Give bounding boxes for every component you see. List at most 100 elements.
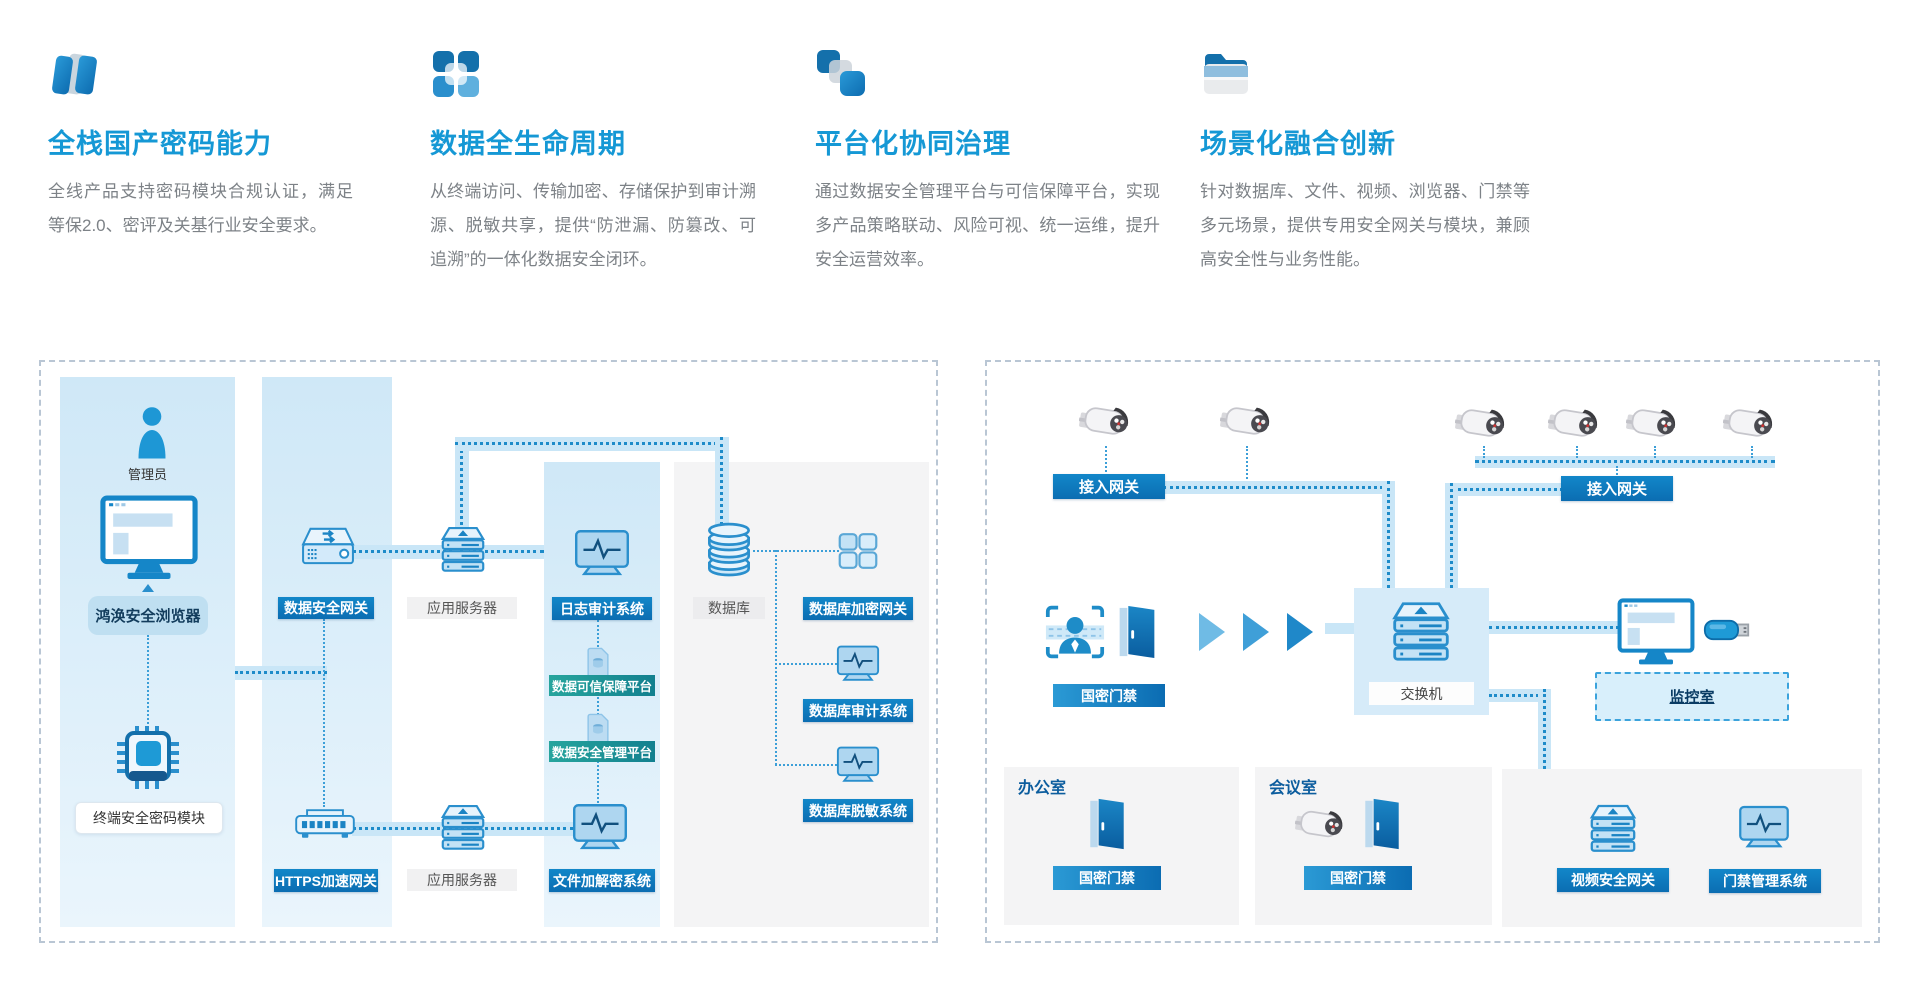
camera-icon: [1220, 398, 1278, 446]
meeting-door-label: 国密门禁: [1304, 866, 1412, 890]
line-gateway-to-https: [323, 619, 325, 807]
file-crypto-label: 文件加解密系统: [549, 869, 655, 892]
line-db-branch-1: [753, 550, 839, 552]
terminal-module-tag: 终端安全密码模块: [75, 802, 223, 834]
arrow-right-icon: [1243, 613, 1269, 651]
data-gateway-label: 数据安全网关: [278, 597, 374, 619]
office-title: 办公室: [1018, 780, 1067, 797]
meeting-room-box: [1255, 767, 1492, 925]
camera-icon: [1079, 398, 1137, 446]
log-audit-icon: [573, 528, 631, 578]
line-db-branch-vertical: [775, 550, 777, 765]
gm-door-main-label: 国密门禁: [1053, 684, 1165, 707]
trust-platform-card-icon: [586, 647, 610, 678]
pipe-agw-left-h: [1163, 481, 1395, 494]
gateway-column: [262, 377, 392, 927]
access-gateway-right-label: 接入网关: [1561, 476, 1673, 501]
face-scan-icon: [1045, 604, 1105, 660]
pipe-arrow-to-switch: [1325, 623, 1354, 634]
db-encrypt-gateway-icon: [837, 532, 879, 570]
camera-icon: [1455, 400, 1513, 448]
data-gateway-icon: [297, 526, 359, 568]
line-cam-r1: [1483, 446, 1485, 458]
video-mgmt-box: [1502, 769, 1862, 927]
app-server-bottom-label: 应用服务器: [407, 869, 517, 891]
https-gateway-icon: [293, 803, 357, 843]
mgmt-platform-card-icon: [586, 713, 610, 744]
app-server-top-label: 应用服务器: [407, 597, 517, 619]
browser-monitor-icon: [99, 495, 199, 581]
door-mgmt-icon: [1737, 804, 1791, 850]
feature-card-3: 平台化协同治理 通过数据安全管理平台与可信保障平台，实现多产品策略联动、风险可视…: [815, 48, 1160, 277]
line-cam-l1: [1105, 446, 1107, 476]
line-cam-r3: [1654, 446, 1656, 458]
video-gateway-icon: [1585, 803, 1641, 853]
feature-card-4: 场景化融合创新 针对数据库、文件、视频、浏览器、门禁等多元场景，提供专用安全网关…: [1200, 48, 1530, 277]
crypto-chip-icon: [115, 724, 181, 790]
pipe-switch-down-v: [1538, 689, 1551, 769]
pipe-agw-right-v: [1445, 483, 1458, 588]
door-mgmt-label: 门禁管理系统: [1709, 869, 1821, 893]
line-audit-column: [597, 620, 599, 807]
line-bus-drop: [1616, 466, 1618, 479]
admin-label: 管理员: [127, 467, 167, 482]
video-gateway-label: 视频安全网关: [1557, 868, 1669, 892]
db-encrypt-gateway-label: 数据库加密网关: [803, 597, 913, 620]
feature-desc: 全线产品支持密码模块合规认证，满足等保2.0、密评及关基行业安全要求。: [48, 182, 353, 235]
camera-icon: [1626, 400, 1684, 448]
database-icon: [704, 520, 754, 580]
door-icon: [1363, 798, 1401, 850]
db-audit-label: 数据库审计系统: [803, 699, 913, 722]
usb-drive-icon: [1703, 618, 1751, 642]
folder-icon: [1200, 48, 1252, 100]
feature-desc: 通过数据安全管理平台与可信保障平台，实现多产品策略联动、风险可视、统一运维，提升…: [815, 182, 1160, 269]
door-icon: [1117, 605, 1157, 659]
line-db-branch-2: [775, 663, 837, 665]
pipe-terminal-to-gateway: [235, 666, 327, 680]
data-security-diagram-panel: 管理员 鸿涣安全浏览器 终端安全密码模块 数据安全网关 HTTPS加速网关 应用…: [39, 360, 938, 943]
line-db-branch-3: [775, 764, 837, 766]
door-icon: [1088, 798, 1126, 850]
switch-label: 交换机: [1369, 682, 1474, 705]
secure-browser-tag: 鸿涣安全浏览器: [88, 596, 208, 635]
mgmt-platform-label: 数据安全管理平台: [549, 741, 655, 762]
trust-platform-label: 数据可信保障平台: [549, 675, 655, 696]
arrow-right-icon: [1199, 613, 1225, 651]
camera-icon: [1295, 802, 1351, 848]
feature-desc: 针对数据库、文件、视频、浏览器、门禁等多元场景，提供专用安全网关与模块，兼顾高安…: [1200, 182, 1530, 269]
meeting-title: 会议室: [1269, 780, 1318, 797]
feature-title: 场景化融合创新: [1200, 129, 1396, 159]
pipe-camera-bus: [1475, 456, 1775, 468]
app-server-bottom-icon: [437, 802, 489, 852]
log-audit-label: 日志审计系统: [552, 597, 652, 620]
arrow-right-icon: [1287, 613, 1313, 651]
admin-person-icon: [133, 406, 171, 460]
pipe-top-horizontal: [455, 437, 729, 451]
https-gateway-label: HTTPS加速网关: [274, 869, 378, 892]
feature-title: 平台化协同治理: [815, 129, 1011, 159]
pipe-switch-down-h: [1489, 689, 1551, 702]
feature-desc: 从终端访问、传输加密、存储保护到审计溯源、脱敏共享，提供“防泄漏、防篡改、可追溯…: [430, 182, 756, 269]
pipe-agw-right-h: [1445, 483, 1563, 496]
db-audit-icon: [835, 644, 881, 683]
database-label: 数据库: [693, 597, 765, 619]
dual-cards-icon: [48, 48, 100, 100]
pipe-agw-left-v: [1382, 481, 1395, 588]
access-gateway-left-label: 接入网关: [1053, 474, 1165, 499]
camera-icon: [1723, 400, 1781, 448]
monitor-room-box: 监控室: [1595, 672, 1789, 721]
pipe-switch-to-monitor: [1489, 621, 1619, 634]
grid-squares-icon: [430, 48, 482, 100]
line-cam-r2: [1576, 446, 1578, 458]
feature-title: 全栈国产密码能力: [48, 129, 272, 159]
video-access-diagram-panel: 接入网关 接入网关 国密门禁 交换机 监控室 办公室 国密门禁 会议室 国密门禁…: [985, 360, 1880, 943]
switch-icon: [1387, 600, 1455, 662]
pipe-appserver-up: [455, 437, 469, 551]
feature-card-2: 数据全生命周期 从终端访问、传输加密、存储保护到审计溯源、脱敏共享，提供“防泄漏…: [430, 48, 756, 277]
camera-icon: [1548, 400, 1606, 448]
app-server-top-icon: [437, 524, 489, 574]
db-mask-label: 数据库脱敏系统: [803, 799, 913, 822]
pipe-down-to-database: [715, 437, 729, 525]
feature-card-1: 全栈国产密码能力 全线产品支持密码模块合规认证，满足等保2.0、密评及关基行业安…: [48, 48, 353, 243]
up-arrow-icon: [142, 584, 154, 592]
